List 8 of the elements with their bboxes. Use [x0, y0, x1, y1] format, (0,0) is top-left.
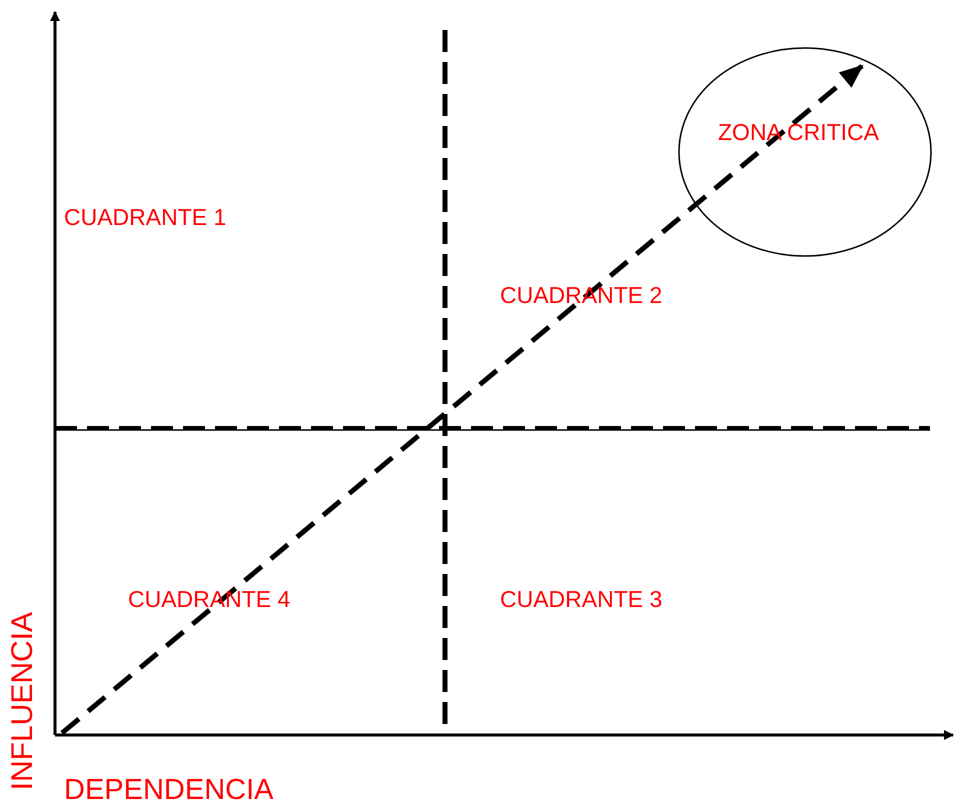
quadrant-label: CUADRANTE 1 [64, 206, 226, 229]
quadrant-label: CUADRANTE 2 [500, 284, 662, 307]
axis-title: DEPENDENCIA [64, 776, 274, 805]
axis-title: INFLUENCIA [8, 612, 38, 790]
quadrant-label: CUADRANTE 4 [128, 588, 290, 611]
quadrant-label: CUADRANTE 3 [500, 588, 662, 611]
zone-ellipse [678, 47, 932, 257]
zone-label: ZONA CRITICA [718, 121, 880, 144]
